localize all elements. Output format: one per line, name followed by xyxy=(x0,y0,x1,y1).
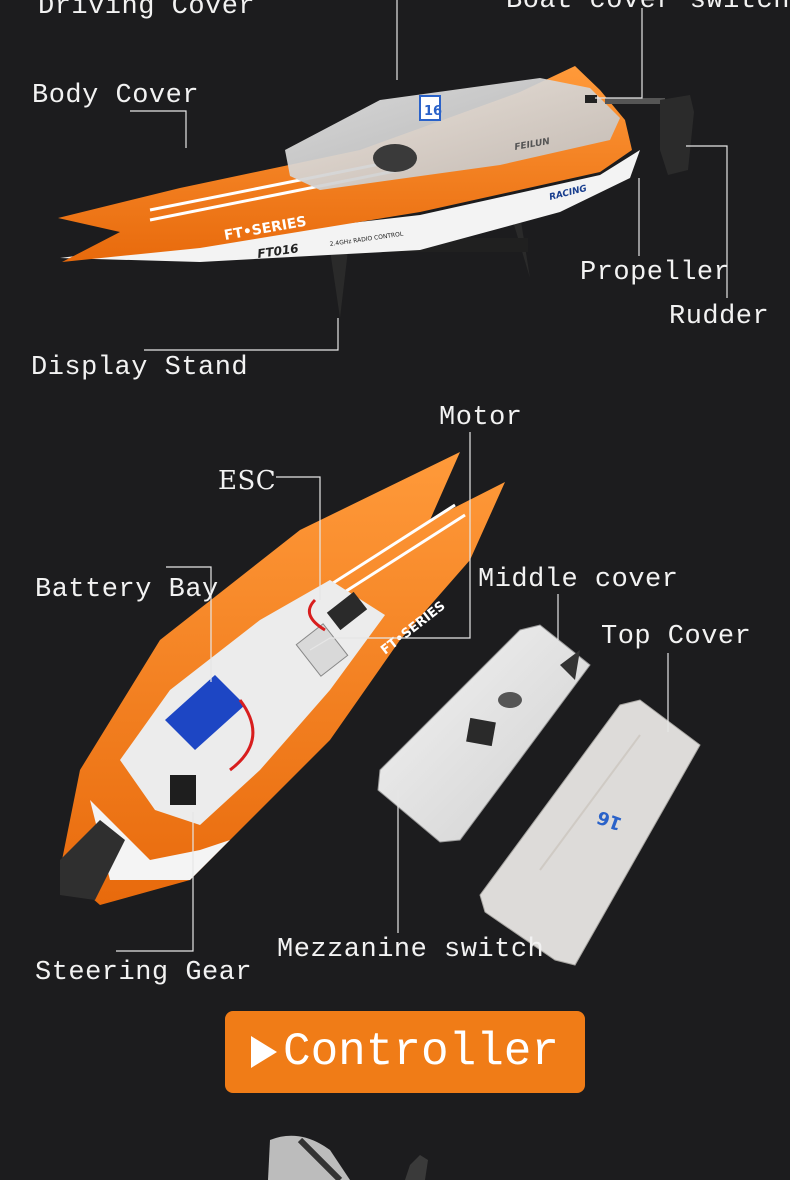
controller-button-label: Controller xyxy=(282,1026,560,1078)
leader-battery-bay xyxy=(166,566,212,682)
label-motor: Motor xyxy=(439,403,523,433)
leader-esc xyxy=(276,476,321,600)
leader-motor xyxy=(309,432,471,651)
battery-pack xyxy=(165,675,245,750)
label-top-cover: Top Cover xyxy=(601,622,752,652)
boat-top-view: FT•SERIES xyxy=(60,452,505,905)
label-esc: ESC xyxy=(218,466,277,496)
label-propeller: Propeller xyxy=(580,258,731,288)
label-steering-gear: Steering Gear xyxy=(35,958,253,988)
cover-switch xyxy=(585,95,597,103)
number-decal-text: 16 xyxy=(424,104,442,119)
label-battery-bay: Battery Bay xyxy=(35,575,219,605)
label-boat-cover-switch: Boat cover switch xyxy=(506,0,790,16)
rudder-blade xyxy=(660,95,694,175)
boat-side-view: 16 FT•SERIES FT016 2.4GHz RADIO CONTROL … xyxy=(58,66,694,318)
controller-preview xyxy=(268,1135,428,1180)
motor xyxy=(295,623,349,677)
leader-boat-cover-switch xyxy=(595,8,643,99)
middle-cover-part xyxy=(377,624,591,843)
label-driving-cover: Driving Cover xyxy=(38,0,256,22)
rudder-assembly xyxy=(60,820,125,900)
number-decal xyxy=(419,95,441,121)
top-cover-part: 16 xyxy=(479,699,701,966)
leader-display-stand xyxy=(144,318,339,351)
steering-wheel xyxy=(373,144,417,172)
label-mezzanine-switch: Mezzanine switch xyxy=(277,935,545,965)
leader-steering-gear xyxy=(116,812,194,952)
display-stand-leg xyxy=(330,250,348,318)
controller-button[interactable]: Controller xyxy=(225,1011,585,1093)
label-display-stand: Display Stand xyxy=(31,353,249,383)
model-decal: FT016 xyxy=(256,241,299,261)
label-body-cover: Body Cover xyxy=(32,81,200,111)
esc-unit xyxy=(326,591,368,631)
drive-shaft xyxy=(605,98,665,104)
steering-servo xyxy=(170,775,196,805)
label-rudder: Rudder xyxy=(669,302,770,332)
leader-rudder xyxy=(686,145,728,298)
body-cover xyxy=(285,78,620,190)
label-middle-cover: Middle cover xyxy=(478,565,679,595)
play-arrow-icon xyxy=(250,1036,277,1068)
leader-body-cover xyxy=(130,110,187,148)
